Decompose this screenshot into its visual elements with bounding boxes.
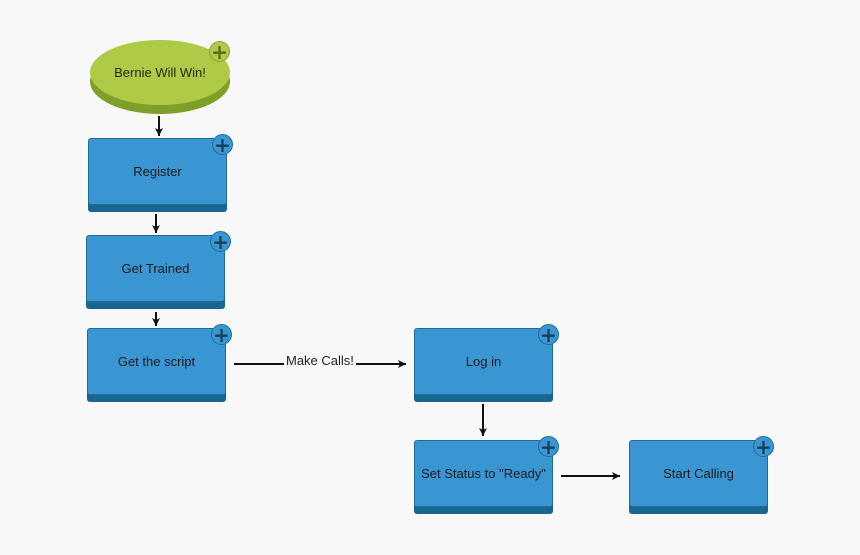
- node-set-status-label: Set Status to "Ready": [421, 465, 546, 481]
- add-step-button-start[interactable]: +: [209, 41, 230, 62]
- node-get-script-label: Get the script: [117, 353, 196, 369]
- node-start-calling[interactable]: Start Calling: [629, 440, 768, 507]
- edge-label-make-calls: Make Calls!: [284, 352, 356, 369]
- add-step-button-log-in[interactable]: +: [538, 324, 559, 345]
- node-register[interactable]: Register: [88, 138, 227, 205]
- node-log-in[interactable]: Log in: [414, 328, 553, 395]
- node-log-in-label: Log in: [465, 353, 502, 369]
- node-get-trained[interactable]: Get Trained: [86, 235, 225, 302]
- add-step-button-start-calling[interactable]: +: [753, 436, 774, 457]
- add-step-button-register[interactable]: +: [212, 134, 233, 155]
- start-node[interactable]: Bernie Will Win!: [90, 40, 230, 105]
- node-set-status[interactable]: Set Status to "Ready": [414, 440, 553, 507]
- node-register-label: Register: [133, 163, 182, 179]
- node-get-trained-label: Get Trained: [121, 260, 190, 276]
- node-start-calling-label: Start Calling: [663, 465, 734, 481]
- node-get-script[interactable]: Get the script: [87, 328, 226, 395]
- start-node-label: Bernie Will Win!: [114, 65, 206, 80]
- add-step-button-set-status[interactable]: +: [538, 436, 559, 457]
- add-step-button-get-trained[interactable]: +: [210, 231, 231, 252]
- add-step-button-get-script[interactable]: +: [211, 324, 232, 345]
